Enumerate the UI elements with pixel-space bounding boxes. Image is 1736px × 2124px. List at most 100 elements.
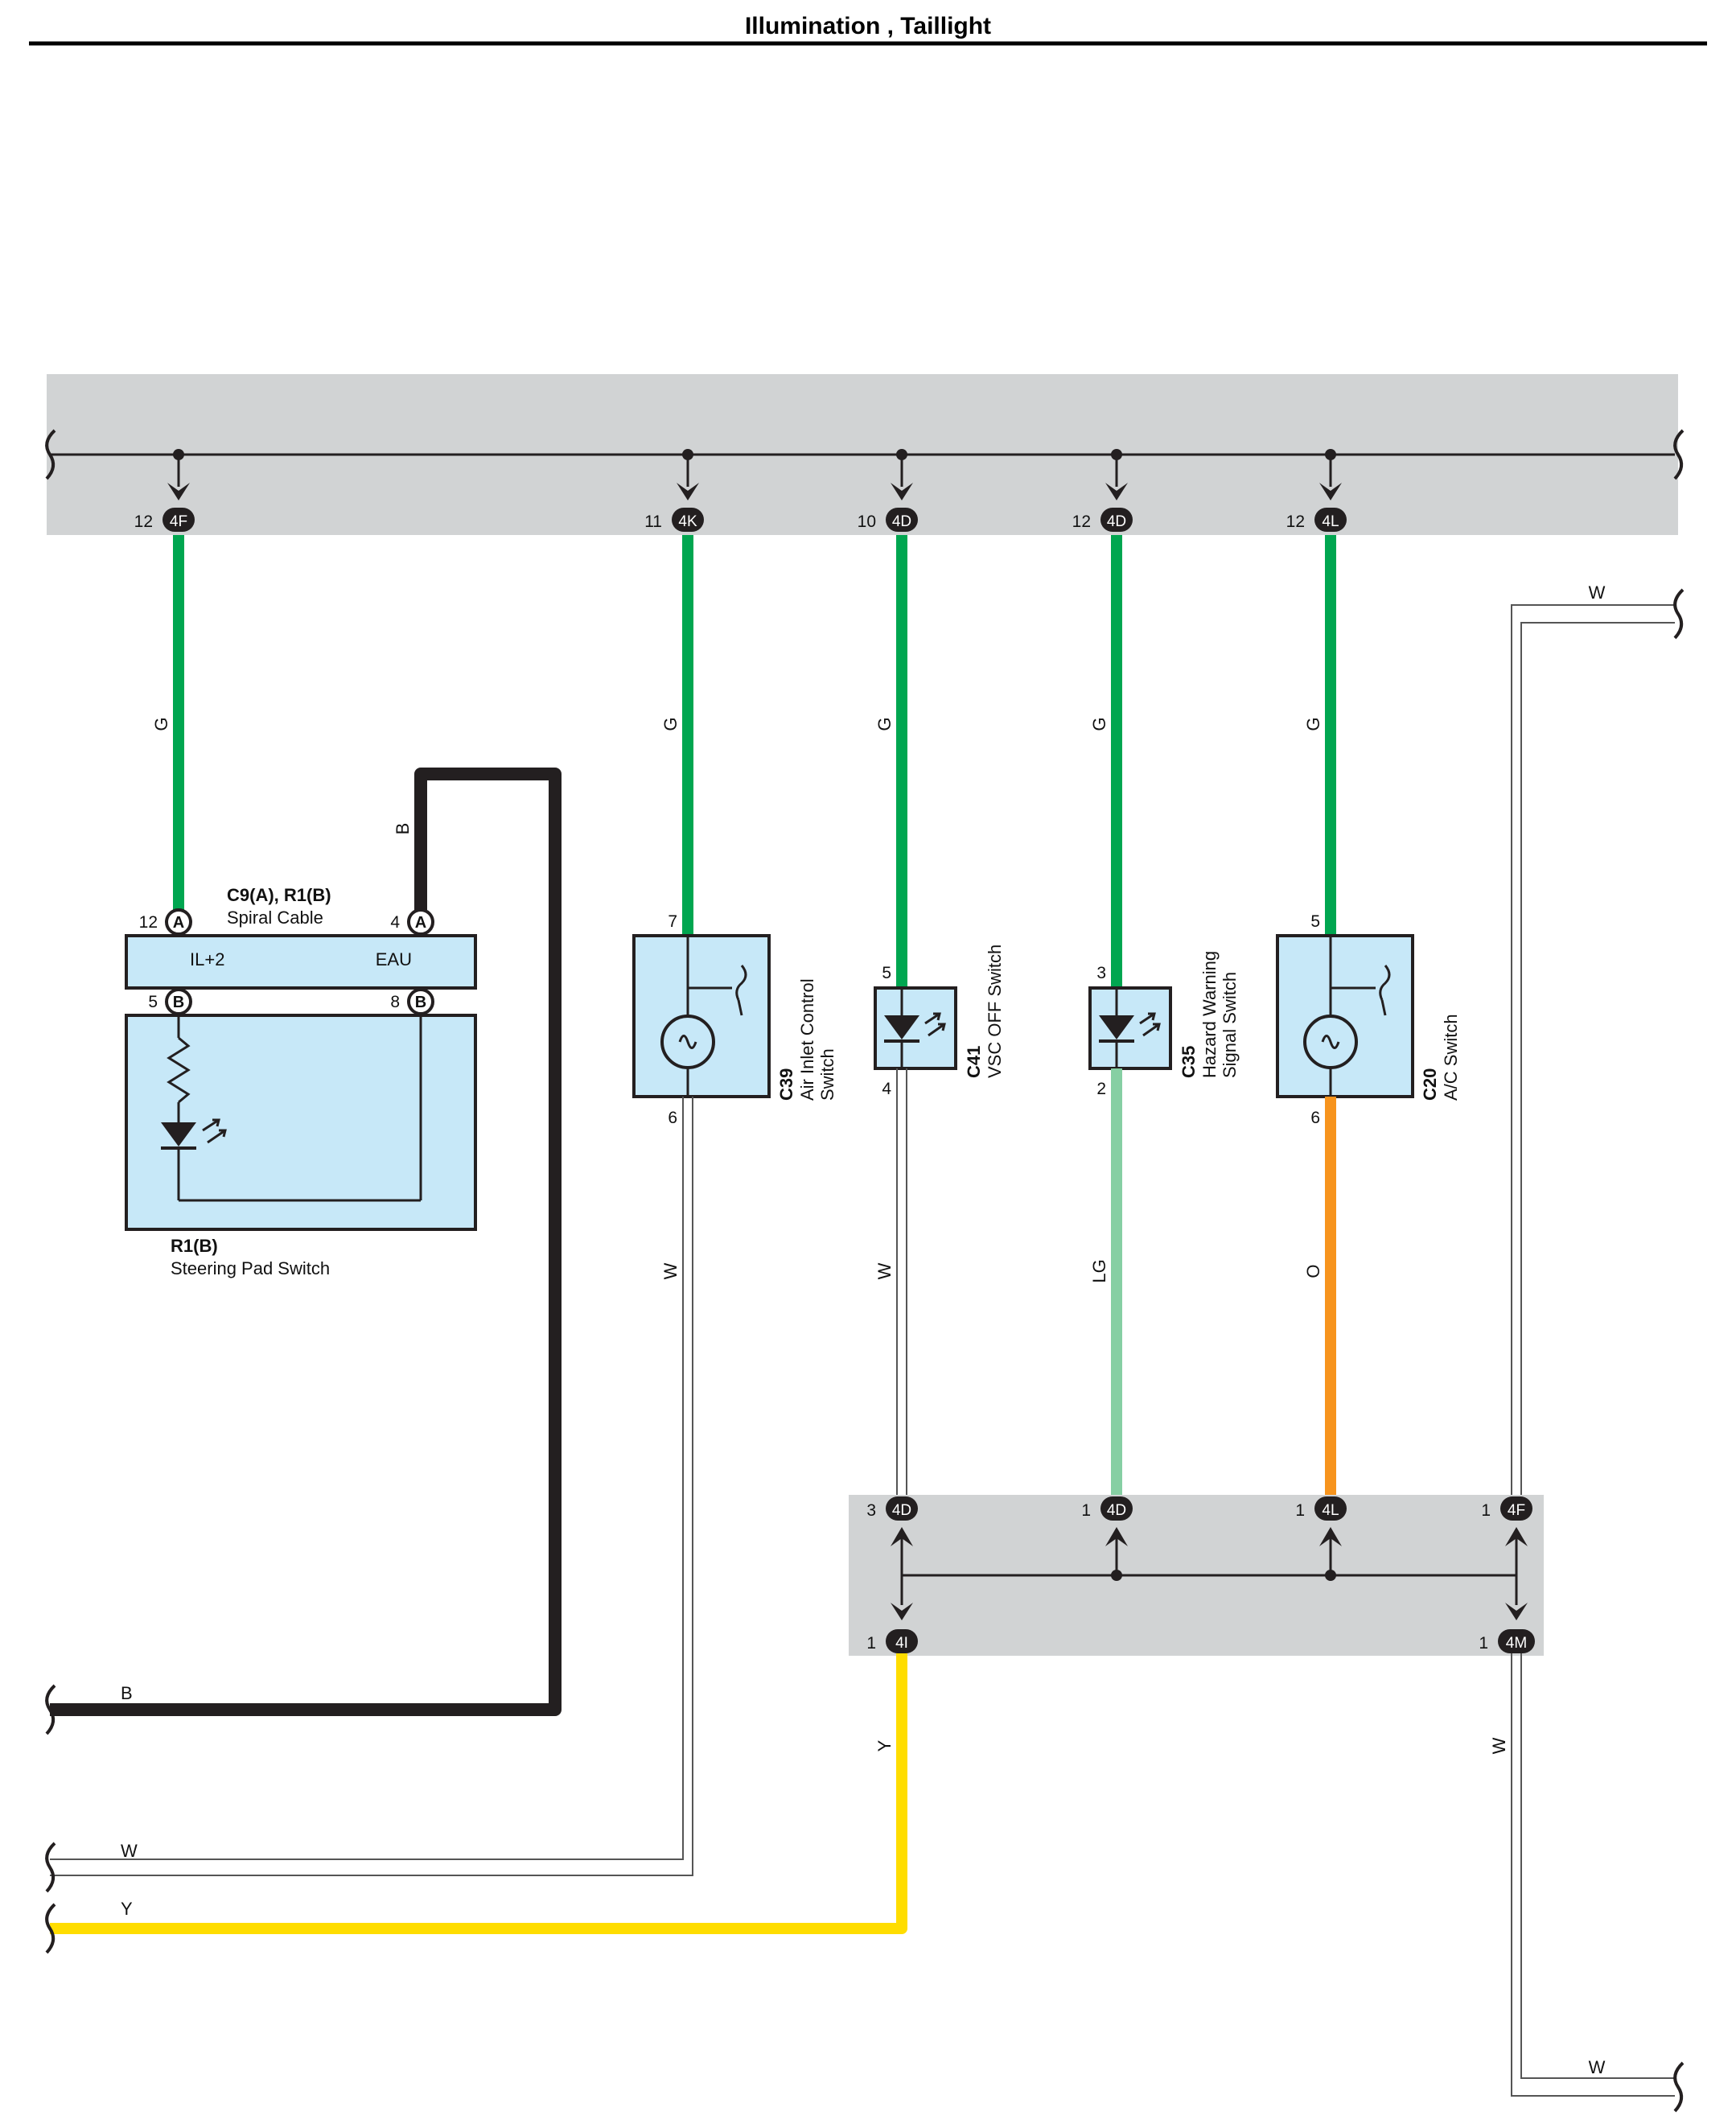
- top-connector-4f: 4F 12: [134, 449, 195, 532]
- svg-text:C41: C41: [964, 1046, 984, 1078]
- top-bus-break-left: [45, 429, 56, 480]
- top-connector-4l: 4L 12: [1286, 449, 1347, 532]
- svg-text:4L: 4L: [1322, 1502, 1339, 1519]
- led-icon: [884, 1015, 919, 1039]
- svg-text:4: 4: [390, 913, 400, 932]
- wire-label: W: [1589, 2057, 1606, 2077]
- svg-text:1: 1: [1081, 1501, 1091, 1520]
- svg-text:5: 5: [1310, 912, 1320, 931]
- svg-text:Hazard Warning: Hazard Warning: [1199, 951, 1220, 1078]
- resistor-icon: [167, 1036, 191, 1104]
- top-connector-4d-a: 4D 10: [858, 449, 918, 532]
- svg-text:4K: 4K: [678, 513, 697, 530]
- svg-text:VSC OFF Switch: VSC OFF Switch: [985, 945, 1005, 1078]
- wire-label: Y: [121, 1899, 133, 1919]
- svg-text:Signal Switch: Signal Switch: [1220, 972, 1240, 1078]
- steering-pad-switch: R1(B) Steering Pad Switch: [125, 1014, 477, 1278]
- top-bus-break-right: [1673, 429, 1685, 480]
- svg-text:A/C Switch: A/C Switch: [1441, 1014, 1461, 1101]
- c20-ac-switch: 5 6 C20 A/C Switch: [1276, 912, 1461, 1127]
- svg-text:1: 1: [866, 1634, 876, 1653]
- wire-label: G: [660, 717, 681, 731]
- svg-text:5: 5: [882, 964, 891, 982]
- svg-text:6: 6: [1310, 1109, 1320, 1127]
- wire-label: LG: [1089, 1259, 1109, 1282]
- top-connector-4d-b: 4D 12: [1072, 449, 1133, 532]
- wire-break-right-bottom: [1673, 2061, 1685, 2113]
- svg-text:6: 6: [668, 1109, 677, 1127]
- led-icon: [161, 1122, 196, 1146]
- svg-text:1: 1: [1479, 1634, 1488, 1653]
- wire-label: O: [1303, 1264, 1323, 1278]
- led-icon: [1099, 1015, 1134, 1039]
- wire-label: B: [393, 823, 413, 835]
- svg-text:Switch: Switch: [817, 1048, 837, 1101]
- wire-label: Y: [874, 1739, 895, 1751]
- c35-hazard-warning-signal-switch: 3 2 C35 Hazard Warning Signal Switch: [1088, 951, 1240, 1098]
- svg-text:1: 1: [1481, 1501, 1491, 1520]
- spiral-cable-name: Spiral Cable: [227, 908, 323, 928]
- svg-text:4D: 4D: [1107, 1502, 1126, 1519]
- wire-label: G: [1089, 717, 1109, 731]
- bottom-top-connector-4d-a: 4D 3: [866, 1496, 918, 1575]
- c41-vsc-off-switch: 5 4 C41 VSC OFF Switch: [874, 945, 1005, 1098]
- terminal-il2: IL+2: [190, 949, 224, 969]
- steering-pad-name: Steering Pad Switch: [171, 1258, 330, 1278]
- svg-text:C20: C20: [1420, 1068, 1440, 1101]
- svg-text:3: 3: [1096, 964, 1106, 982]
- wire-w-right-top: [1511, 604, 1675, 1495]
- svg-text:12: 12: [139, 913, 158, 932]
- wire-label: G: [151, 717, 171, 731]
- svg-text:4F: 4F: [170, 513, 187, 530]
- bottom-connector-4m: 4M 1: [1479, 1603, 1535, 1653]
- terminal-eau: EAU: [376, 949, 412, 969]
- svg-text:C35: C35: [1179, 1046, 1199, 1078]
- wire-label: W: [1489, 1737, 1509, 1754]
- svg-text:A: A: [173, 914, 184, 932]
- wire-break-right-top: [1673, 588, 1685, 640]
- bottom-top-connector-4l: 4L 1: [1295, 1496, 1347, 1581]
- bottom-connector-4i: 4I 1: [866, 1575, 918, 1653]
- wire-label: W: [660, 1262, 681, 1279]
- wire-w-c41: [896, 1068, 907, 1495]
- svg-text:3: 3: [866, 1501, 876, 1520]
- svg-text:4M: 4M: [1506, 1635, 1527, 1652]
- wire-label: W: [121, 1841, 138, 1861]
- svg-text:B: B: [173, 994, 184, 1011]
- wire-y-4i: [50, 1653, 907, 1934]
- svg-text:10: 10: [858, 512, 876, 531]
- wire-break-left-b: [45, 1684, 56, 1735]
- svg-text:C39: C39: [776, 1068, 796, 1101]
- svg-text:1: 1: [1295, 1501, 1305, 1520]
- bottom-top-connector-4f: 4F 1: [1481, 1496, 1532, 1605]
- spiral-cable-ref: C9(A), R1(B): [227, 885, 331, 905]
- wire-label: B: [121, 1683, 133, 1703]
- wire-label: G: [874, 717, 895, 731]
- page-title: Illumination , Taillight: [745, 13, 991, 39]
- wire-b-eau: [50, 768, 562, 1716]
- svg-text:4L: 4L: [1322, 513, 1339, 530]
- wire-break-left-y: [45, 1903, 56, 1954]
- svg-text:12: 12: [1286, 512, 1305, 531]
- svg-text:4D: 4D: [1107, 513, 1126, 530]
- svg-text:5: 5: [148, 993, 158, 1011]
- c39-air-inlet-control-switch: 7 6 C39 Air Inlet Control Switch: [632, 912, 837, 1127]
- svg-text:4: 4: [882, 1080, 891, 1098]
- svg-text:4I: 4I: [895, 1635, 908, 1652]
- svg-text:A: A: [415, 914, 426, 932]
- spiral-cable: IL+2 EAU C9(A), R1(B) Spiral Cable A 12 …: [125, 885, 477, 1015]
- wire-break-left-w: [45, 1842, 56, 1893]
- svg-text:12: 12: [1072, 512, 1091, 531]
- svg-text:4F: 4F: [1508, 1502, 1525, 1519]
- wire-w-c39: [50, 1097, 693, 1876]
- svg-text:2: 2: [1096, 1080, 1106, 1098]
- wire-w-4m: [1511, 1653, 1675, 2097]
- svg-text:7: 7: [668, 912, 677, 931]
- svg-text:Air Inlet Control: Air Inlet Control: [797, 978, 817, 1101]
- svg-text:4D: 4D: [892, 1502, 911, 1519]
- svg-text:12: 12: [134, 512, 153, 531]
- bottom-top-connector-4d-b: 4D 1: [1081, 1496, 1133, 1581]
- svg-text:B: B: [415, 994, 426, 1011]
- wire-label: G: [1303, 717, 1323, 731]
